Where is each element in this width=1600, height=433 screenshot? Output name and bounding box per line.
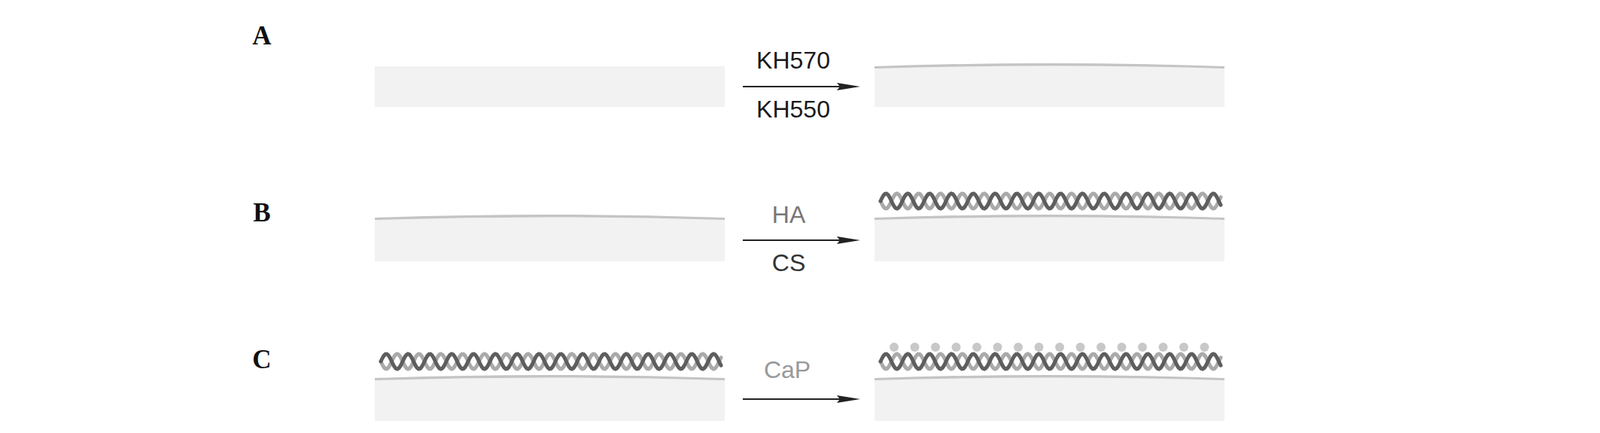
reaction-arrows [742,82,861,403]
reagent-label: KH550 [756,97,831,122]
helix-strand [380,353,721,369]
cap-particle [952,342,962,352]
helix-strand [880,353,1221,369]
reagent-label: KH570 [756,48,831,73]
cap-particle [1117,342,1127,352]
cap-particle [972,342,982,352]
cap-particle [910,342,920,352]
calcium-phosphate-particles [889,342,1210,352]
cap-particle [1096,342,1106,352]
helix-strand [880,353,1221,369]
helix-strand [880,193,1221,209]
cap-particle [1013,342,1023,352]
cap-particle [1158,342,1169,352]
cap-particle [1137,342,1147,352]
reagent-label: CS [772,250,806,275]
cap-particle [1179,342,1189,352]
substrate-slabs [374,66,1225,421]
helix-strand [880,193,1221,209]
cap-particle [993,342,1003,352]
silane-coating [374,63,1225,381]
reagent-label: HA [772,202,806,227]
reagent-label: CaP [763,357,811,382]
cap-particle [1034,342,1044,352]
polysaccharide-helix [380,193,1221,369]
panel-letter: B [252,199,271,226]
cap-particle [1055,342,1065,352]
cap-particle [1200,342,1210,352]
helix-strand [380,353,721,369]
cap-particle [1076,342,1086,352]
panel-letter: C [252,346,271,373]
cap-particle [930,342,940,352]
cap-particle [889,342,899,352]
panel-letter: A [252,22,271,49]
